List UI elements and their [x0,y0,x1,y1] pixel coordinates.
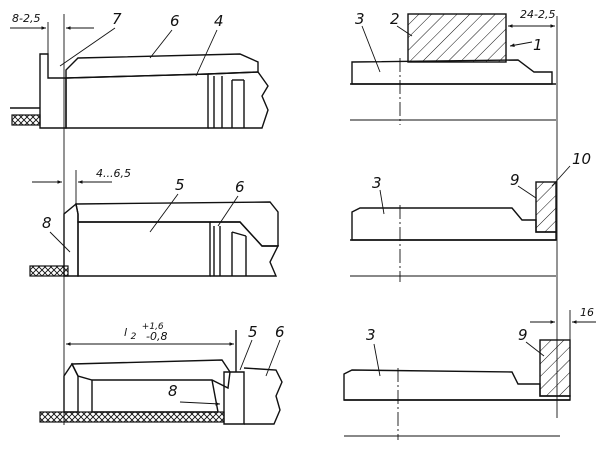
callout-label: 6 [170,12,180,30]
base-plate [11,114,41,126]
ring-part-9 [535,181,557,233]
callout-label: 10 [572,150,591,168]
stage-1-right-view: 24-2,5 3 2 1 [350,8,556,125]
sleeve-part-6 [75,201,279,247]
callout-label: 5 [175,176,185,194]
sleeve [70,359,231,390]
ring-part-9 [539,339,571,397]
part-5 [223,371,245,425]
callout-label: 8 [42,214,52,232]
hub-body [39,53,67,129]
core-part-4 [65,73,209,129]
callout-label: 9 [518,326,528,344]
callout-label: 2 [390,10,400,28]
base-plate [29,265,69,277]
dimension-base: l [124,326,127,339]
dimension-label: 16 [580,306,594,319]
callout-label: 9 [510,171,520,189]
callout-label: 7 [112,10,122,28]
shaft-part-3 [351,59,553,85]
hub-part-2 [407,13,507,63]
callout-label: 6 [235,178,245,196]
dimension-label: 4...6,5 [96,167,131,180]
stage-3-right-view: 16 3 9 [343,306,596,440]
dimension-label: 8-2,5 [12,12,40,25]
shaft-part-3 [351,207,557,241]
callout-label: 5 [248,323,258,341]
stage-2-left-view: 4...6,5 5 6 8 [29,167,280,277]
stage-3-left-view: l 2 +1,6 -0,8 5 6 8 [39,322,285,425]
callout-label: 6 [275,323,285,341]
core-part-5 [77,221,211,277]
dimension-lower-tolerance: -0,8 [146,330,167,343]
sleeve-part-6 [65,53,259,79]
dimension-upper-tolerance: +1,6 [142,322,164,332]
dimension-label: 24-2,5 [520,8,555,21]
dimension-label: l 2 +1,6 [124,322,164,342]
stage-1-left-view: 8-2,5 7 6 4 [10,10,269,129]
callout-label: 3 [372,174,382,192]
sleeve-part-6 [243,367,283,425]
dimension-subscript: 2 [131,332,137,342]
callout-label: 4 [214,12,224,30]
callout-label: 3 [366,326,376,344]
callout-label: 8 [168,382,178,400]
stage-2-right-view: 3 9 10 [350,150,591,282]
base-plate [39,411,225,423]
shaft-part-3 [343,369,571,401]
callout-label: 3 [355,10,365,28]
callout-label: 1 [533,36,543,54]
